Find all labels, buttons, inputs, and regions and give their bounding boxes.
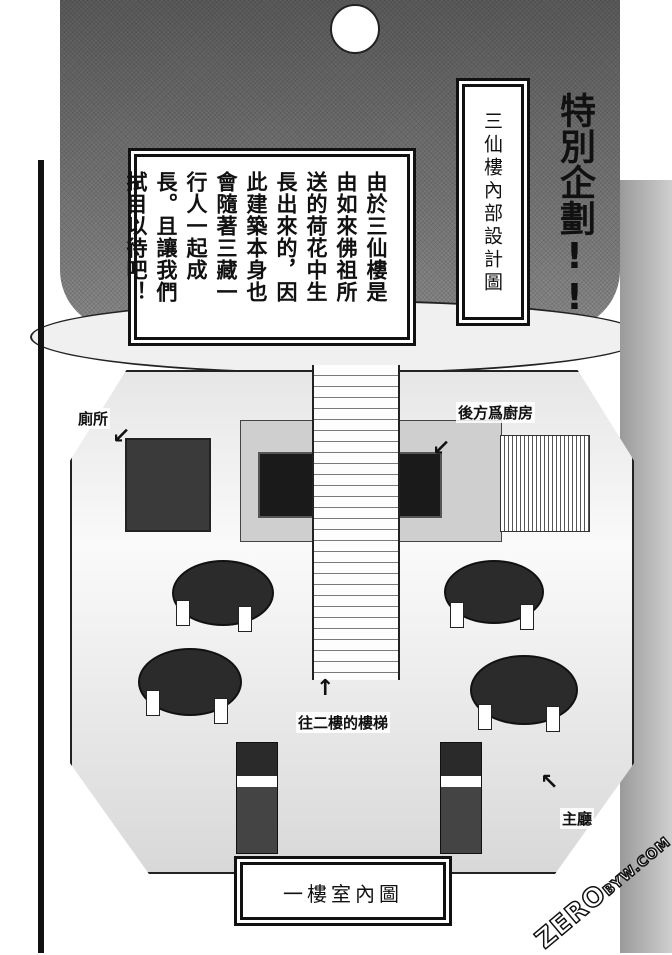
- chair: [214, 698, 228, 724]
- curved-arrow-icon: ↙: [432, 436, 451, 461]
- roof-orb: [330, 4, 380, 54]
- curved-arrow-icon: ↖: [540, 770, 559, 795]
- watermark-brand: ZERO: [529, 878, 613, 955]
- intro-box: 由於三仙樓是由如來佛祖所送的荷花中生長出來的，因此建築本身也會隨著三藏一行人一起…: [124, 154, 410, 340]
- toilet-door: [125, 438, 211, 532]
- chair: [146, 690, 160, 716]
- bead-curtain: [500, 435, 590, 532]
- footer-caption-box: 一樓室內圖: [240, 862, 446, 920]
- chair: [176, 600, 190, 626]
- curved-arrow-icon: ↙: [112, 424, 131, 449]
- intro-text: 由於三仙樓是由如來佛祖所送的荷花中生長出來的，因此建築本身也會隨著三藏一行人一起…: [124, 171, 388, 303]
- kitchen-label: 後方爲廚房: [456, 402, 536, 423]
- toilet-label: 廁所: [76, 408, 111, 429]
- curved-arrow-icon: ↑: [316, 676, 335, 701]
- staircase: [312, 365, 400, 680]
- feature-title: 特別企劃!!: [554, 92, 595, 318]
- chair: [546, 706, 560, 732]
- chair: [520, 604, 534, 630]
- vase-pedestal: [236, 742, 278, 854]
- main-hall-label: 主廳: [560, 808, 595, 829]
- chair: [450, 602, 464, 628]
- plan-title-box: 三仙樓內部設計圖: [462, 84, 524, 320]
- vase-pedestal: [440, 742, 482, 854]
- footer-caption: 一樓室內圖: [283, 882, 403, 906]
- chair: [238, 606, 252, 632]
- plan-title: 三仙樓內部設計圖: [481, 111, 503, 295]
- panel-border: [38, 160, 44, 953]
- chair: [478, 704, 492, 730]
- stairs-label: 往二樓的樓梯: [296, 712, 391, 733]
